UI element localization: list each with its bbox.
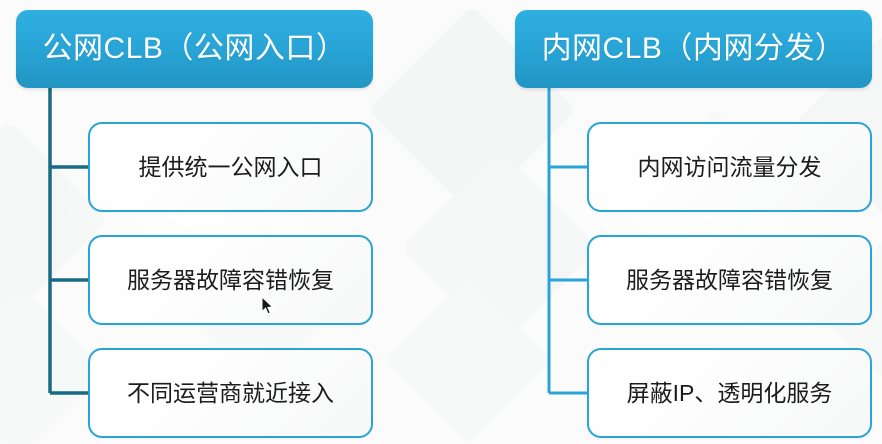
column-private-clb: 内网CLB（内网分发） 内网访问流量分发 服务器故障容错恢复 屏蔽IP、透明化服… (441, 0, 882, 444)
header-box-public-clb[interactable]: 公网CLB（公网入口） (16, 10, 373, 88)
item-box-public-1[interactable]: 提供统一公网入口 (88, 122, 373, 212)
item-box-private-1[interactable]: 内网访问流量分发 (587, 122, 872, 212)
item-box-private-3[interactable]: 屏蔽IP、透明化服务 (587, 348, 872, 438)
header-box-private-clb[interactable]: 内网CLB（内网分发） (515, 10, 872, 88)
item-label: 服务器故障容错恢复 (127, 266, 334, 293)
mouse-pointer-icon (261, 296, 274, 315)
item-label: 内网访问流量分发 (637, 153, 822, 180)
item-label: 提供统一公网入口 (138, 153, 323, 180)
item-label: 屏蔽IP、透明化服务 (626, 379, 833, 406)
item-label: 服务器故障容错恢复 (626, 266, 833, 293)
column-public-clb: 公网CLB（公网入口） 提供统一公网入口 服务器故障容错恢复 不同运营商就近接入 (16, 10, 373, 438)
header-label: 公网CLB（公网入口） (42, 32, 347, 65)
item-box-private-2[interactable]: 服务器故障容错恢复 (587, 235, 872, 325)
item-label: 不同运营商就近接入 (127, 379, 334, 406)
item-box-public-3[interactable]: 不同运营商就近接入 (88, 348, 373, 438)
header-label: 内网CLB（内网分发） (541, 32, 846, 65)
item-box-public-2[interactable]: 服务器故障容错恢复 (88, 235, 373, 325)
